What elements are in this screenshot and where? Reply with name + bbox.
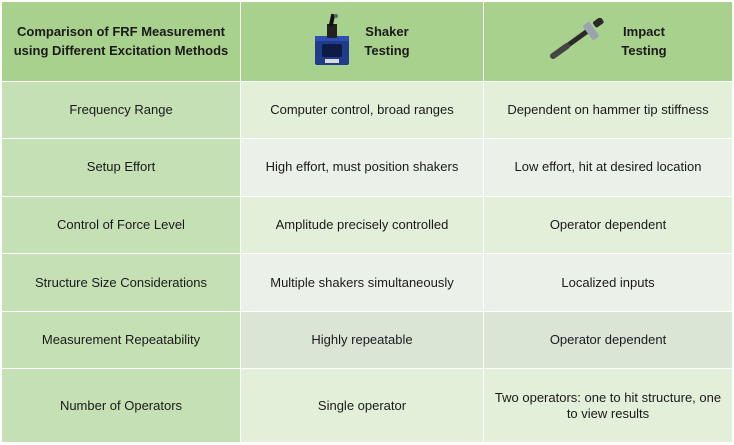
shaker-cell: High effort, must position shakers: [240, 138, 484, 197]
row-label: Frequency Range: [1, 80, 241, 140]
shaker-cell: Computer control, broad ranges: [240, 80, 484, 140]
row-label: Setup Effort: [1, 138, 241, 197]
impact-cell: Dependent on hammer tip stiffness: [483, 80, 733, 140]
impact-header-line2: Testing: [621, 43, 667, 59]
table-row: Setup Effort High effort, must position …: [1, 138, 733, 197]
shaker-cell: Multiple shakers simultaneously: [240, 253, 484, 312]
impact-cell: Localized inputs: [483, 253, 733, 312]
table-title-line1: Comparison of FRF Measurement: [16, 24, 226, 40]
table-row: Measurement Repeatability Highly repeata…: [1, 310, 733, 370]
impact-cell: Two operators: one to hit structure, one…: [483, 368, 733, 443]
table-row: Number of Operators Single operator Two …: [1, 368, 733, 443]
table-title-line2: using Different Excitation Methods: [13, 43, 229, 59]
table-row: Structure Size Considerations Multiple s…: [1, 253, 733, 312]
shaker-cell: Highly repeatable: [240, 310, 484, 370]
row-label: Control of Force Level: [1, 195, 241, 255]
impact-cell: Operator dependent: [483, 310, 733, 370]
table-row: Frequency Range Computer control, broad …: [1, 80, 733, 140]
impact-cell: Low effort, hit at desired location: [483, 138, 733, 197]
header-row: Comparison of FRF Measurement using Diff…: [1, 1, 733, 82]
shaker-header-line2: Testing: [364, 43, 410, 59]
impact-header-line1: Impact: [623, 24, 665, 40]
row-label: Number of Operators: [1, 368, 241, 443]
impact-cell: Operator dependent: [483, 195, 733, 255]
impact-column-header: Impact Testing: [483, 1, 733, 82]
shaker-header-line1: Shaker: [365, 24, 409, 40]
shaker-cell: Amplitude precisely controlled: [240, 195, 484, 255]
row-label: Structure Size Considerations: [1, 253, 241, 312]
shaker-cell: Single operator: [240, 368, 484, 443]
table-title: Comparison of FRF Measurement using Diff…: [1, 1, 241, 82]
impact-hammer-icon: [549, 17, 607, 64]
shaker-column-header: Shaker Testing: [240, 1, 484, 82]
table-row: Control of Force Level Amplitude precise…: [1, 195, 733, 255]
row-label: Measurement Repeatability: [1, 310, 241, 370]
shaker-icon: [314, 12, 350, 70]
